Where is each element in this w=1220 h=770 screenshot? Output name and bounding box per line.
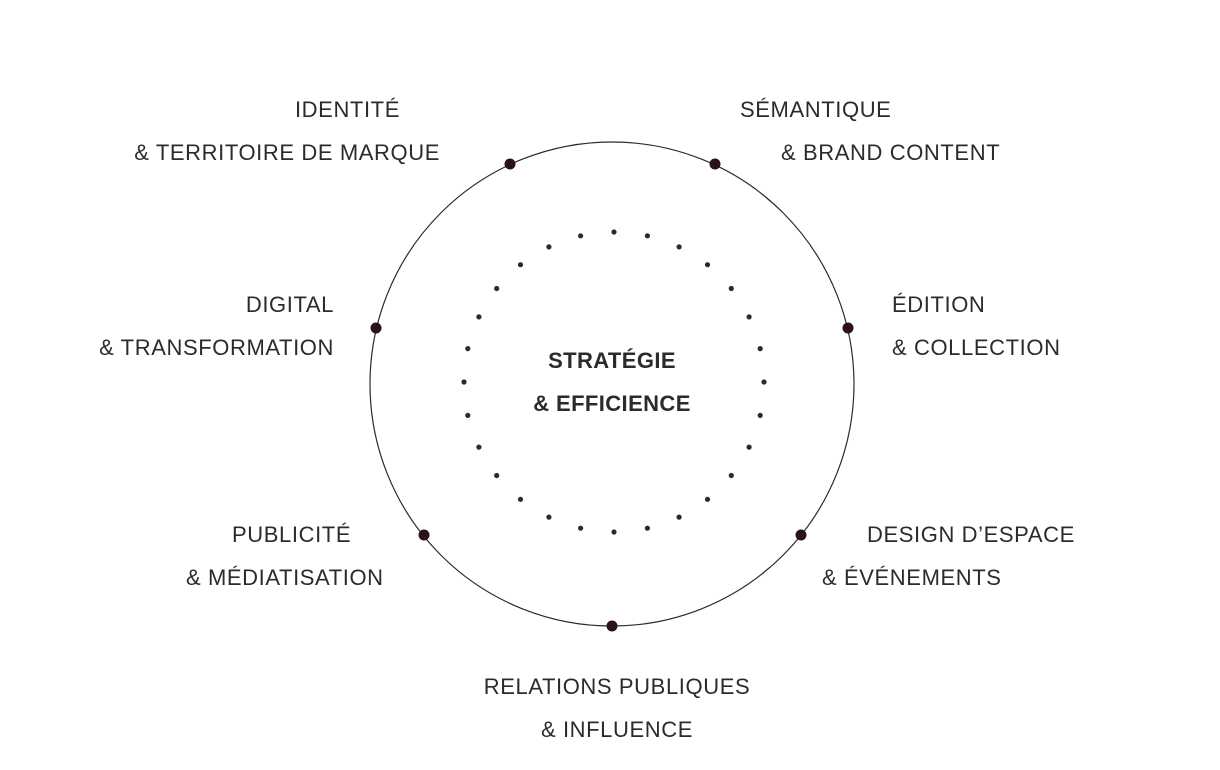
label-identite-line1: IDENTITÉ (294, 97, 400, 122)
inner-dot (578, 233, 584, 239)
label-design-line1: DESIGN D’ESPACE (867, 522, 1075, 547)
label-edition: ÉDITION & COLLECTION (892, 283, 1092, 369)
inner-dot (465, 412, 471, 418)
label-semantique-line1: SÉMANTIQUE (740, 97, 892, 122)
node-dot-semantique (709, 158, 721, 170)
inner-dot (644, 233, 651, 239)
inner-dot-ring (461, 229, 767, 535)
inner-dot (728, 472, 734, 479)
inner-dot (494, 472, 500, 479)
label-digital: DIGITAL & TRANSFORMATION (84, 283, 334, 369)
label-relations-line1: RELATIONS PUBLIQUES (483, 674, 751, 699)
label-relations: RELATIONS PUBLIQUES & INFLUENCE (460, 665, 774, 751)
inner-dot (704, 262, 711, 268)
node-dot-relations (606, 620, 618, 632)
label-design: DESIGN D’ESPACE & ÉVÉNEMENTS (822, 513, 1092, 599)
inner-dot (517, 496, 524, 502)
label-edition-line1: ÉDITION (892, 292, 986, 317)
inner-dot (746, 314, 752, 320)
label-digital-line2: & TRANSFORMATION (99, 335, 334, 360)
inner-dot (644, 525, 651, 531)
inner-dot (676, 244, 682, 250)
inner-dot (611, 229, 617, 235)
label-relations-line2: & INFLUENCE (540, 717, 694, 742)
inner-dot (704, 496, 711, 502)
inner-dot (465, 346, 471, 352)
label-semantique-line2: & BRAND CONTENT (781, 140, 1001, 165)
inner-dot (757, 412, 763, 418)
inner-dot (746, 444, 752, 450)
node-dot-digital (370, 322, 382, 334)
label-identite: IDENTITÉ & TERRITOIRE DE MARQUE (118, 88, 440, 174)
inner-dot (546, 514, 552, 520)
inner-dot (461, 379, 467, 385)
inner-dot (476, 314, 482, 320)
node-dot-publicite (418, 529, 430, 541)
center-label: STRATÉGIE & EFFICIENCE (511, 339, 713, 425)
inner-dot (676, 514, 682, 520)
label-publicite: PUBLICITÉ & MÉDIATISATION (186, 513, 402, 599)
label-semantique: SÉMANTIQUE & BRAND CONTENT (740, 88, 1020, 174)
node-dot-group (370, 158, 854, 632)
label-identite-line2: & TERRITOIRE DE MARQUE (134, 140, 440, 165)
inner-dot (517, 262, 524, 268)
label-edition-line2: & COLLECTION (892, 335, 1061, 360)
label-digital-line1: DIGITAL (245, 292, 334, 317)
center-label-line1: STRATÉGIE (548, 348, 676, 373)
node-dot-edition (842, 322, 854, 334)
node-dot-design (795, 529, 807, 541)
inner-dot (761, 379, 767, 385)
node-dot-identite (504, 158, 516, 170)
inner-dot (728, 285, 734, 292)
inner-dot (476, 444, 482, 450)
label-design-line2: & ÉVÉNEMENTS (822, 565, 1002, 590)
label-publicite-line1: PUBLICITÉ (232, 522, 352, 547)
inner-dot (494, 285, 500, 292)
inner-dot (546, 244, 552, 250)
inner-dot (578, 525, 584, 531)
label-publicite-line2: & MÉDIATISATION (186, 565, 384, 590)
center-label-line2: & EFFICIENCE (533, 391, 691, 416)
inner-dot (611, 529, 617, 535)
inner-dot (757, 346, 763, 352)
